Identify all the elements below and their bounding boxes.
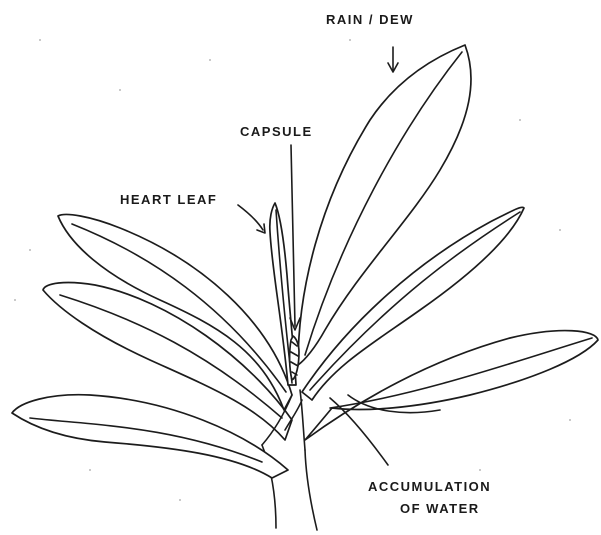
capsule [290, 336, 299, 380]
accumulation-label-line1: ACCUMULATION [368, 479, 491, 494]
heart-leaf-arrow [238, 205, 265, 233]
capsule-arrow [290, 145, 300, 330]
capsule-label: CAPSULE [240, 124, 313, 139]
rain-arrow [388, 47, 398, 72]
accumulation-label-line2: OF WATER [400, 501, 480, 516]
rain-dew-label: RAIN / DEW [326, 12, 414, 27]
heart-leaf-label: HEART LEAF [120, 192, 217, 207]
